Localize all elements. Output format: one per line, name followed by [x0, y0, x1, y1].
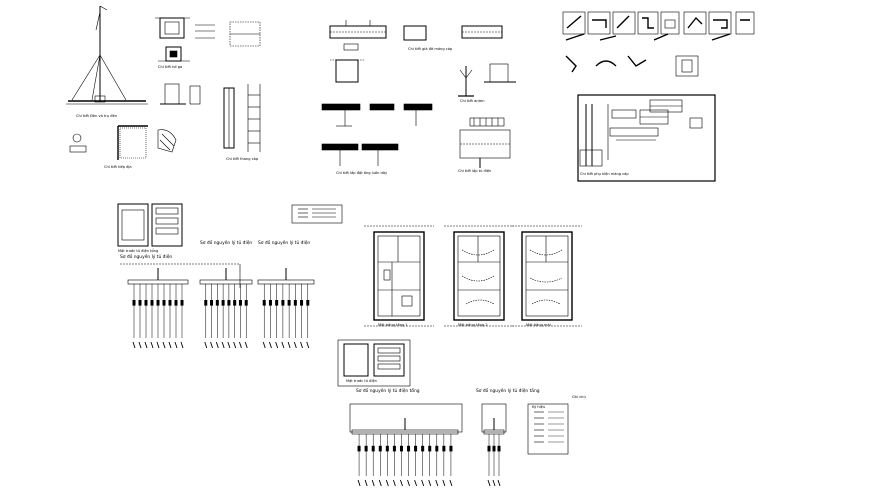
floor-plan-2	[444, 225, 514, 327]
cabinet-detail	[459, 117, 511, 168]
cable-ladder-detail	[223, 84, 261, 152]
label-pit-detail: Chi tiết hố ga	[158, 65, 183, 69]
label-ladder-detail: Chi tiết thang cáp	[226, 157, 259, 161]
legend-box	[527, 403, 569, 455]
label-schematic-main: Sơ đồ nguyên lý tủ điện tổng	[356, 389, 420, 394]
label-tray-fittings: Chi tiết phụ kiện máng cáp	[580, 172, 629, 176]
label-floor-plan-3: Mặt bằng mái	[526, 323, 551, 327]
label-duct-detail: Chi tiết lắp đặt ống luồn dây	[336, 171, 388, 175]
tray-fittings-detail	[562, 11, 755, 77]
pit-detail	[155, 17, 261, 105]
label-legend-title: Ký hiệu	[532, 405, 546, 409]
label-schematic-floor: Sơ đồ nguyên lý tủ điện tầng	[476, 389, 540, 394]
label-tray-bracket: Chi tiết giá đỡ máng cáp	[408, 47, 453, 51]
antenna-detail	[458, 63, 516, 97]
label-panel-front-2: Mặt trước tủ điện	[346, 379, 377, 383]
floor-plan-3	[512, 225, 582, 327]
schematics-left	[120, 263, 315, 349]
panel-front-1	[117, 203, 343, 247]
earth-detail	[69, 125, 177, 160]
label-note: Ghi chú	[572, 395, 586, 399]
label-cabinet-detail: Chi tiết lắp tủ điện	[458, 169, 492, 173]
duct-detail	[321, 20, 503, 166]
tray-bracket-detail	[577, 94, 716, 182]
panel-front-2	[337, 339, 411, 387]
label-schematic-1: Sơ đồ nguyên lý tủ điện	[200, 241, 253, 246]
floor-plan-1	[364, 225, 434, 327]
label-pole-detail: Chi tiết Đèn và trụ đèn	[76, 114, 118, 118]
label-floor-plan-2: Mặt bằng tầng 2	[458, 323, 488, 327]
schematics-bottom	[349, 403, 507, 487]
label-panel-front-1: Mặt trước tủ điện tổng	[118, 249, 159, 253]
label-floor-plan-1: Mặt bằng tầng 1	[378, 323, 408, 327]
light-pole-detail	[66, 5, 148, 105]
label-earth-detail: Chi tiết tiếp địa	[104, 165, 132, 169]
label-schematic-2: Sơ đồ nguyên lý tủ điện	[258, 241, 311, 246]
label-antenna-detail: Chi tiết anten	[460, 99, 485, 103]
label-schematic-3: Sơ đồ nguyên lý tủ điện	[120, 255, 173, 260]
